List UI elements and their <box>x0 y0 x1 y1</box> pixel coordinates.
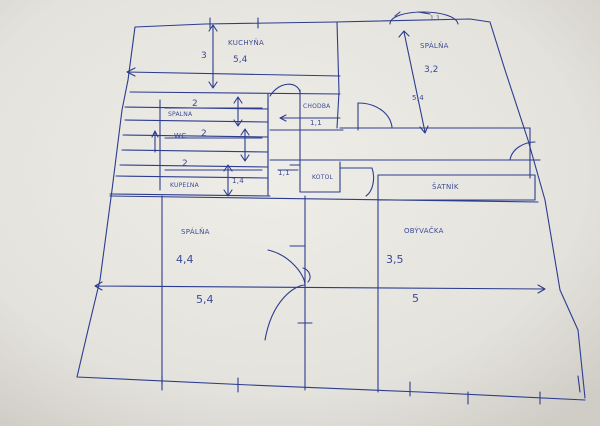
label-chodba: CHODBA <box>303 103 331 110</box>
label-satnik: ŠATNÍK <box>432 183 459 191</box>
dim-spalna-top-height: 5,4 <box>412 94 425 102</box>
dim-kuchyna-height: 3 <box>201 51 207 61</box>
label-obyvacka: OBÝVAČKA <box>404 227 444 235</box>
dim-spalna-big-height: 4,4 <box>176 253 194 266</box>
dim-wc-width: 2 <box>201 129 207 139</box>
label-spalna-top: SPÁLŇA <box>420 42 449 50</box>
label-wc: WC <box>174 132 187 140</box>
label-kupelna: KÚPEĽŇA <box>170 182 199 189</box>
kuchyna-bottom <box>126 67 341 77</box>
dim-kotol-width: 1,1 <box>278 169 291 177</box>
wall-kuchyna-spalna <box>336 21 340 129</box>
dim-spalna-top-width: 3,2 <box>424 65 439 75</box>
dim-obyvacka-height: 3,5 <box>386 253 404 266</box>
label-kotol: KOTOL <box>312 174 334 181</box>
dim-kupelna-height: 1,4 <box>232 177 245 185</box>
dim-kuchyna-width: 5,4 <box>233 55 248 65</box>
dim-spalna-small-width: 2 <box>192 99 198 109</box>
label-kuchyna: KUCHYŇA <box>228 39 265 47</box>
dim-spalna-big-width: 5,4 <box>196 293 214 306</box>
label-spalna-small: SPÁLŇA <box>168 111 193 118</box>
dim-kupelna-width: 2 <box>182 159 188 169</box>
dim-obyvacka-width: 5 <box>412 292 419 305</box>
label-spalna-big: SPÁLŇA <box>181 228 210 236</box>
dim-chodba-width: 1,1 <box>310 119 323 127</box>
dim-top-arc: 1,1 <box>430 15 441 22</box>
outer-wall <box>76 18 586 401</box>
plan-ink <box>76 11 586 405</box>
